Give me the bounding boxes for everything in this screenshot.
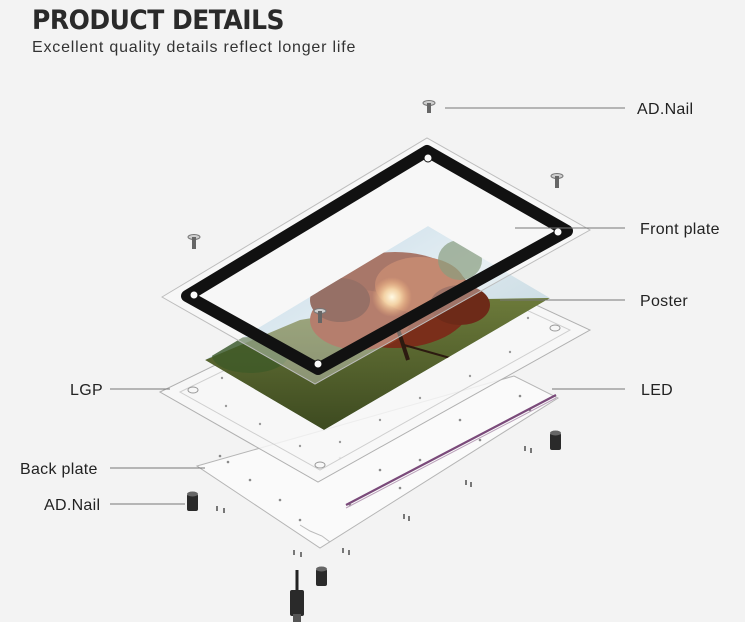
page-subtitle: Excellent quality details reflect longer… <box>32 39 357 56</box>
front-plate <box>161 137 592 385</box>
nail-icon <box>187 234 201 249</box>
label-front-plate: Front plate <box>640 221 720 238</box>
label-back-plate: Back plate <box>20 461 98 478</box>
power-connector <box>290 570 304 622</box>
standoff-icon <box>316 566 327 586</box>
standoff-icon <box>550 430 561 450</box>
screw-icons <box>216 446 532 557</box>
page-title: PRODUCT DETAILS <box>32 4 285 36</box>
poster-image <box>205 226 550 430</box>
label-lgp: LGP <box>70 382 103 399</box>
nail-icon <box>422 100 436 113</box>
standoff-icon <box>187 491 198 511</box>
label-ad-nail-bottom: AD.Nail <box>44 497 100 514</box>
nail-icon <box>550 173 564 188</box>
nail-icon <box>313 308 327 323</box>
label-ad-nail-top: AD.Nail <box>637 101 693 118</box>
label-led: LED <box>641 382 673 399</box>
label-poster: Poster <box>640 293 688 310</box>
led-strip <box>345 394 557 509</box>
